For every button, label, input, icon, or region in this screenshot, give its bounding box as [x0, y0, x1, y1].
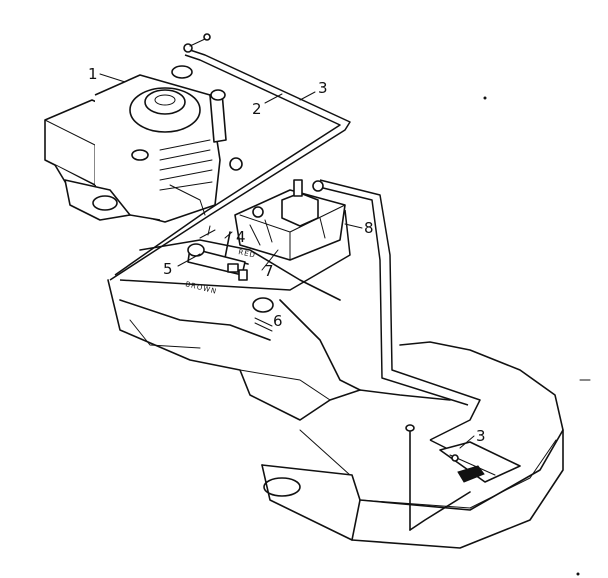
engine	[44, 65, 243, 223]
callout-6: 6	[273, 312, 283, 330]
leader-1	[99, 73, 126, 83]
leader-2	[264, 93, 283, 104]
leader-3	[299, 91, 316, 101]
spring-6	[252, 297, 274, 313]
deck-switch	[439, 441, 521, 483]
wire-label-red: RED	[238, 248, 257, 260]
tractor-frame	[107, 239, 451, 421]
callout-labels: 1 2 3 4 5 6 7 8 3	[88, 65, 486, 445]
switch-assembly	[224, 179, 346, 265]
callout-8: 8	[364, 219, 374, 237]
callout-3-lower: 3	[476, 427, 486, 445]
leader-7	[261, 249, 279, 271]
leader-3b	[459, 435, 475, 449]
speck	[483, 96, 487, 100]
leader-lines	[99, 73, 475, 449]
callout-2: 2	[252, 100, 262, 118]
callout-7: 7	[264, 262, 274, 280]
callout-3: 3	[318, 79, 328, 97]
wire-label-brown: BROWN	[185, 280, 218, 296]
leader-4	[224, 231, 233, 239]
callout-1: 1	[88, 65, 98, 83]
leader-8	[344, 223, 363, 229]
mower-deck	[261, 341, 564, 549]
callout-5: 5	[163, 260, 173, 278]
deck-wheel-left	[263, 477, 301, 497]
leader-5	[177, 253, 201, 267]
callout-4: 4	[236, 228, 246, 246]
harness-connector	[187, 225, 248, 281]
speck	[576, 572, 580, 576]
